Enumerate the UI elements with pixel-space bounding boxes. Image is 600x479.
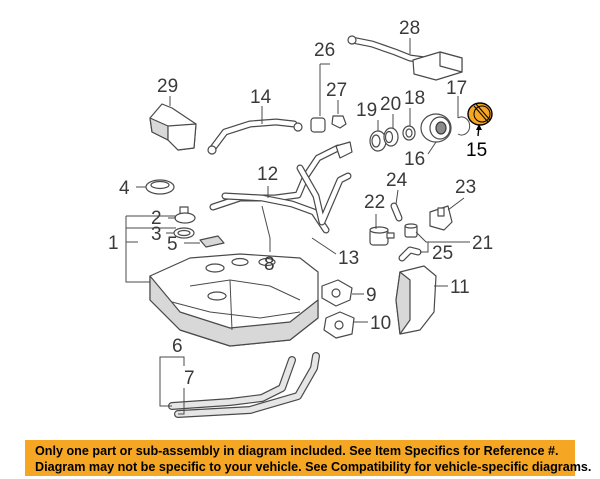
callout-1: 1: [108, 233, 119, 254]
part-7-strap: [168, 352, 320, 418]
fuel-tank-parts-diagram: 1 2 3 4 5 6 7 8 9 10 11 12 13 14 15 16 1…: [108, 18, 493, 418]
part-16-filler-housing: [420, 113, 452, 143]
part-14-breather-tube: [207, 118, 303, 155]
callout-11: 11: [450, 277, 470, 298]
part-24-hose: [390, 202, 403, 222]
callout-2: 2: [151, 208, 162, 229]
callout-24: 24: [386, 170, 408, 191]
callout-6: 6: [172, 336, 183, 357]
callout-8: 8: [264, 254, 275, 275]
callout-16: 16: [404, 149, 425, 170]
part-20-gasket: [383, 127, 399, 147]
part-12-filler-pipe: [209, 141, 353, 234]
callout-17: 17: [446, 78, 467, 99]
disclaimer-line-1: Only one part or sub-assembly in diagram…: [35, 444, 559, 458]
callout-10: 10: [370, 313, 391, 334]
callout-15: 15: [466, 140, 487, 161]
part-19-gasket: [369, 130, 387, 152]
part-22-valve: [369, 226, 395, 246]
callout-14: 14: [250, 87, 272, 108]
callout-labels: 1 2 3 4 5 6 7 8 9 10 11 12 13 14 15 16 1…: [108, 18, 493, 389]
callout-3: 3: [151, 224, 162, 245]
part-3-gasket: [173, 227, 195, 239]
callout-25: 25: [432, 243, 453, 264]
callout-7: 7: [184, 368, 195, 389]
part-5-pad: [199, 235, 225, 248]
part-2-bolt: [174, 206, 196, 224]
part-17-clip: [457, 116, 471, 136]
callout-21: 21: [472, 233, 493, 254]
part-25-hose: [398, 246, 422, 262]
callout-19: 19: [356, 100, 377, 121]
part-15-fuel-cap: [467, 102, 493, 126]
leader-lines: [125, 38, 482, 415]
callout-26: 26: [314, 40, 335, 61]
part-23-bracket: [429, 205, 453, 231]
part-9-bracket: [321, 279, 353, 307]
callout-20: 20: [380, 94, 401, 115]
part-21-valve: [404, 223, 418, 238]
part-18-ring: [402, 125, 416, 141]
part-28-filler-neck-pipe: [347, 35, 463, 81]
disclaimer-banner: Only one part or sub-assembly in diagram…: [25, 440, 592, 476]
callout-5: 5: [167, 234, 178, 255]
callout-4: 4: [119, 178, 130, 199]
callout-22: 22: [364, 192, 385, 213]
part-26-hose: [310, 117, 326, 133]
callout-29: 29: [157, 76, 178, 97]
part-27-hose: [331, 115, 347, 129]
part-10-bracket: [323, 311, 355, 339]
part-29-protector: [149, 103, 197, 151]
callout-28: 28: [399, 18, 420, 39]
part-1-fuel-tank: [149, 253, 319, 347]
part-11-protector: [395, 265, 437, 335]
callout-18: 18: [404, 88, 425, 109]
part-4-cap: [145, 179, 175, 195]
callout-9: 9: [366, 285, 377, 306]
callout-27: 27: [326, 80, 347, 101]
callout-13: 13: [338, 248, 359, 269]
callout-23: 23: [455, 177, 476, 198]
callout-12: 12: [257, 164, 278, 185]
disclaimer-line-2: Diagram may not be specific to your vehi…: [35, 460, 592, 474]
